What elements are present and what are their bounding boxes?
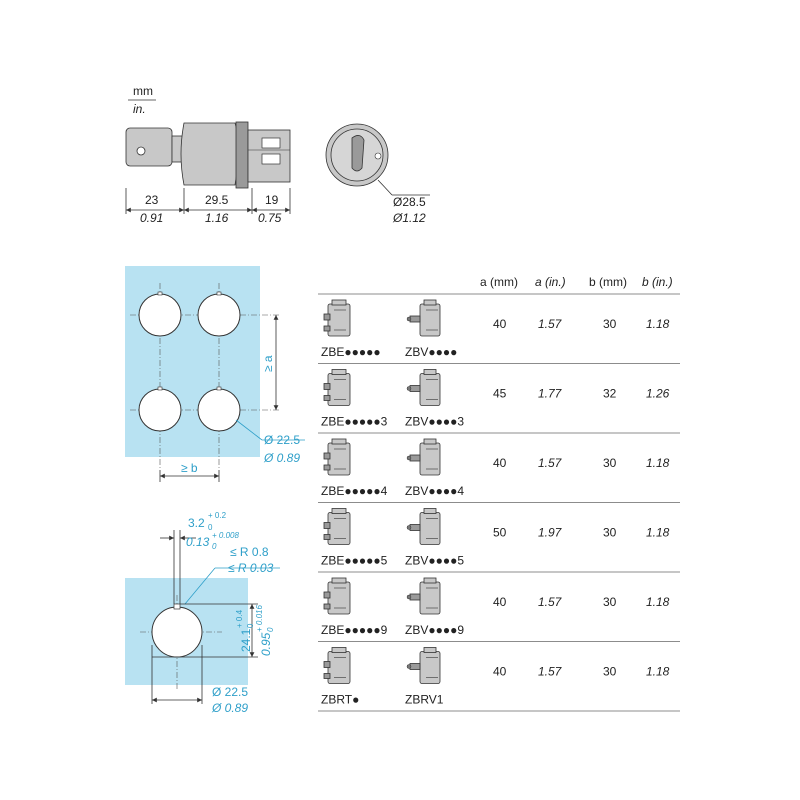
keyway-hole-mm: Ø 22.5 bbox=[212, 685, 248, 699]
unit-mm: mm bbox=[133, 84, 153, 98]
side-view-drawing bbox=[125, 121, 291, 189]
row-b-in: 1.18 bbox=[646, 526, 670, 540]
panel-grid-background bbox=[125, 266, 260, 457]
row-b-in: 1.26 bbox=[646, 387, 670, 401]
contact-block-front-icon bbox=[323, 299, 351, 337]
front-diameter-in: Ø1.12 bbox=[392, 211, 426, 225]
row-left-ref: ZBRT● bbox=[321, 693, 359, 707]
keyway-radius-mm: ≤ R 0.8 bbox=[230, 545, 269, 559]
front-view-drawing bbox=[325, 123, 389, 187]
row-a-mm: 40 bbox=[493, 456, 507, 470]
keyway-hole-in: Ø 0.89 bbox=[211, 701, 248, 715]
keyway-width-in: 0.13 bbox=[186, 535, 210, 549]
row-b-in: 1.18 bbox=[646, 665, 670, 679]
row-left-ref: ZBE●●●●●4 bbox=[321, 484, 388, 498]
row-a-in: 1.57 bbox=[538, 595, 563, 609]
keyway-width-mm-tol-lower: 0 bbox=[208, 523, 213, 532]
row-b-mm: 30 bbox=[603, 526, 617, 540]
contact-block-front-icon bbox=[323, 577, 351, 615]
row-b-in: 1.18 bbox=[646, 456, 670, 470]
panel-hole-mm: Ø 22.5 bbox=[264, 433, 300, 447]
keyway-hole bbox=[151, 606, 203, 658]
keyway-depth-label: 24.1 + 0.4 0 bbox=[235, 609, 255, 652]
row-left-ref: ZBE●●●●●5 bbox=[321, 554, 388, 568]
row-left-ref: ZBE●●●●●9 bbox=[321, 623, 388, 637]
side-dim-2-in: 1.16 bbox=[205, 211, 229, 225]
keyway-notch bbox=[173, 603, 181, 610]
row-b-in: 1.18 bbox=[646, 317, 670, 331]
keyway-dimensions bbox=[151, 530, 280, 704]
row-a-in: 1.97 bbox=[538, 526, 563, 540]
row-b-mm: 30 bbox=[603, 665, 617, 679]
row-a-in: 1.77 bbox=[538, 387, 563, 401]
keyway-depth-mm-tol-lower: 0 bbox=[246, 623, 255, 628]
unit-in: in. bbox=[133, 102, 146, 116]
side-dim-2-mm: 29.5 bbox=[205, 193, 229, 207]
table-header-a-in: a (in.) bbox=[535, 275, 566, 289]
contact-block-side-icon bbox=[406, 369, 441, 406]
side-dim-3-in: 0.75 bbox=[258, 211, 282, 225]
panel-grid-dimensions bbox=[159, 315, 305, 482]
panel-hole-in: Ø 0.89 bbox=[263, 451, 300, 465]
row-right-ref: ZBRV1 bbox=[405, 693, 444, 707]
panel-grid-holes bbox=[138, 291, 241, 432]
spacing-b-label: ≥ b bbox=[181, 461, 198, 475]
row-a-mm: 50 bbox=[493, 526, 507, 540]
side-dim-3-mm: 19 bbox=[265, 193, 279, 207]
keyway-depth-mm: 24.1 bbox=[239, 628, 253, 652]
contact-block-front-icon bbox=[323, 438, 351, 476]
row-right-ref: ZBV●●●●5 bbox=[405, 554, 464, 568]
side-dim-1-in: 0.91 bbox=[140, 211, 163, 225]
row-a-mm: 40 bbox=[493, 595, 507, 609]
contact-block-side-icon bbox=[406, 438, 441, 476]
row-a-mm: 40 bbox=[493, 665, 507, 679]
table-header-a-mm: a (mm) bbox=[480, 275, 518, 289]
contact-block-side-icon bbox=[406, 508, 441, 545]
row-b-mm: 30 bbox=[603, 595, 617, 609]
keyway-width-in-tol-upper: + 0.008 bbox=[212, 531, 239, 540]
contact-block-front-icon bbox=[323, 647, 351, 684]
table-header-b-mm: b (mm) bbox=[589, 275, 627, 289]
row-a-mm: 40 bbox=[493, 317, 507, 331]
row-right-ref: ZBV●●●●4 bbox=[405, 484, 464, 498]
row-b-in: 1.18 bbox=[646, 595, 670, 609]
spacing-a-label: ≥ a bbox=[261, 355, 275, 372]
keyway-radius-in: ≤ R 0.03 bbox=[228, 561, 274, 575]
row-left-ref: ZBE●●●●●3 bbox=[321, 415, 388, 429]
row-left-ref: ZBE●●●●● bbox=[321, 345, 381, 359]
keyway-depth-in: 0.95 bbox=[259, 632, 273, 656]
row-b-mm: 30 bbox=[603, 456, 617, 470]
table-header-b-in: b (in.) bbox=[642, 275, 673, 289]
row-a-mm: 45 bbox=[493, 387, 507, 401]
row-a-in: 1.57 bbox=[538, 665, 563, 679]
row-right-ref: ZBV●●●● bbox=[405, 345, 457, 359]
contact-block-front-icon bbox=[323, 369, 351, 406]
row-a-in: 1.57 bbox=[538, 456, 563, 470]
keyway-width-mm-tol-upper: + 0.2 bbox=[208, 511, 227, 520]
side-dimension-lines bbox=[125, 188, 291, 214]
keyway-depth-in-tol-upper: + 0.016 bbox=[255, 605, 264, 632]
keyway-width-mm: 3.2 bbox=[188, 516, 205, 530]
front-leader-line bbox=[377, 179, 393, 196]
row-right-ref: ZBV●●●●3 bbox=[405, 415, 464, 429]
front-diameter-mm: Ø28.5 bbox=[393, 195, 426, 209]
keyway-depth-in-label: 0.95 + 0.016 0 bbox=[255, 605, 275, 656]
side-dim-1-mm: 23 bbox=[145, 193, 159, 207]
contact-block-side-icon bbox=[406, 647, 441, 684]
row-b-mm: 30 bbox=[603, 317, 617, 331]
row-right-ref: ZBV●●●●9 bbox=[405, 623, 464, 637]
contact-block-front-icon bbox=[323, 508, 351, 545]
row-a-in: 1.57 bbox=[538, 317, 563, 331]
row-b-mm: 32 bbox=[603, 387, 617, 401]
contact-block-side-icon bbox=[406, 299, 441, 337]
keyway-width-in-tol-lower: 0 bbox=[212, 542, 217, 551]
keyway-depth-mm-tol-upper: + 0.4 bbox=[235, 609, 244, 628]
keyway-depth-in-tol-lower: 0 bbox=[266, 627, 275, 632]
contact-block-side-icon bbox=[406, 577, 441, 615]
